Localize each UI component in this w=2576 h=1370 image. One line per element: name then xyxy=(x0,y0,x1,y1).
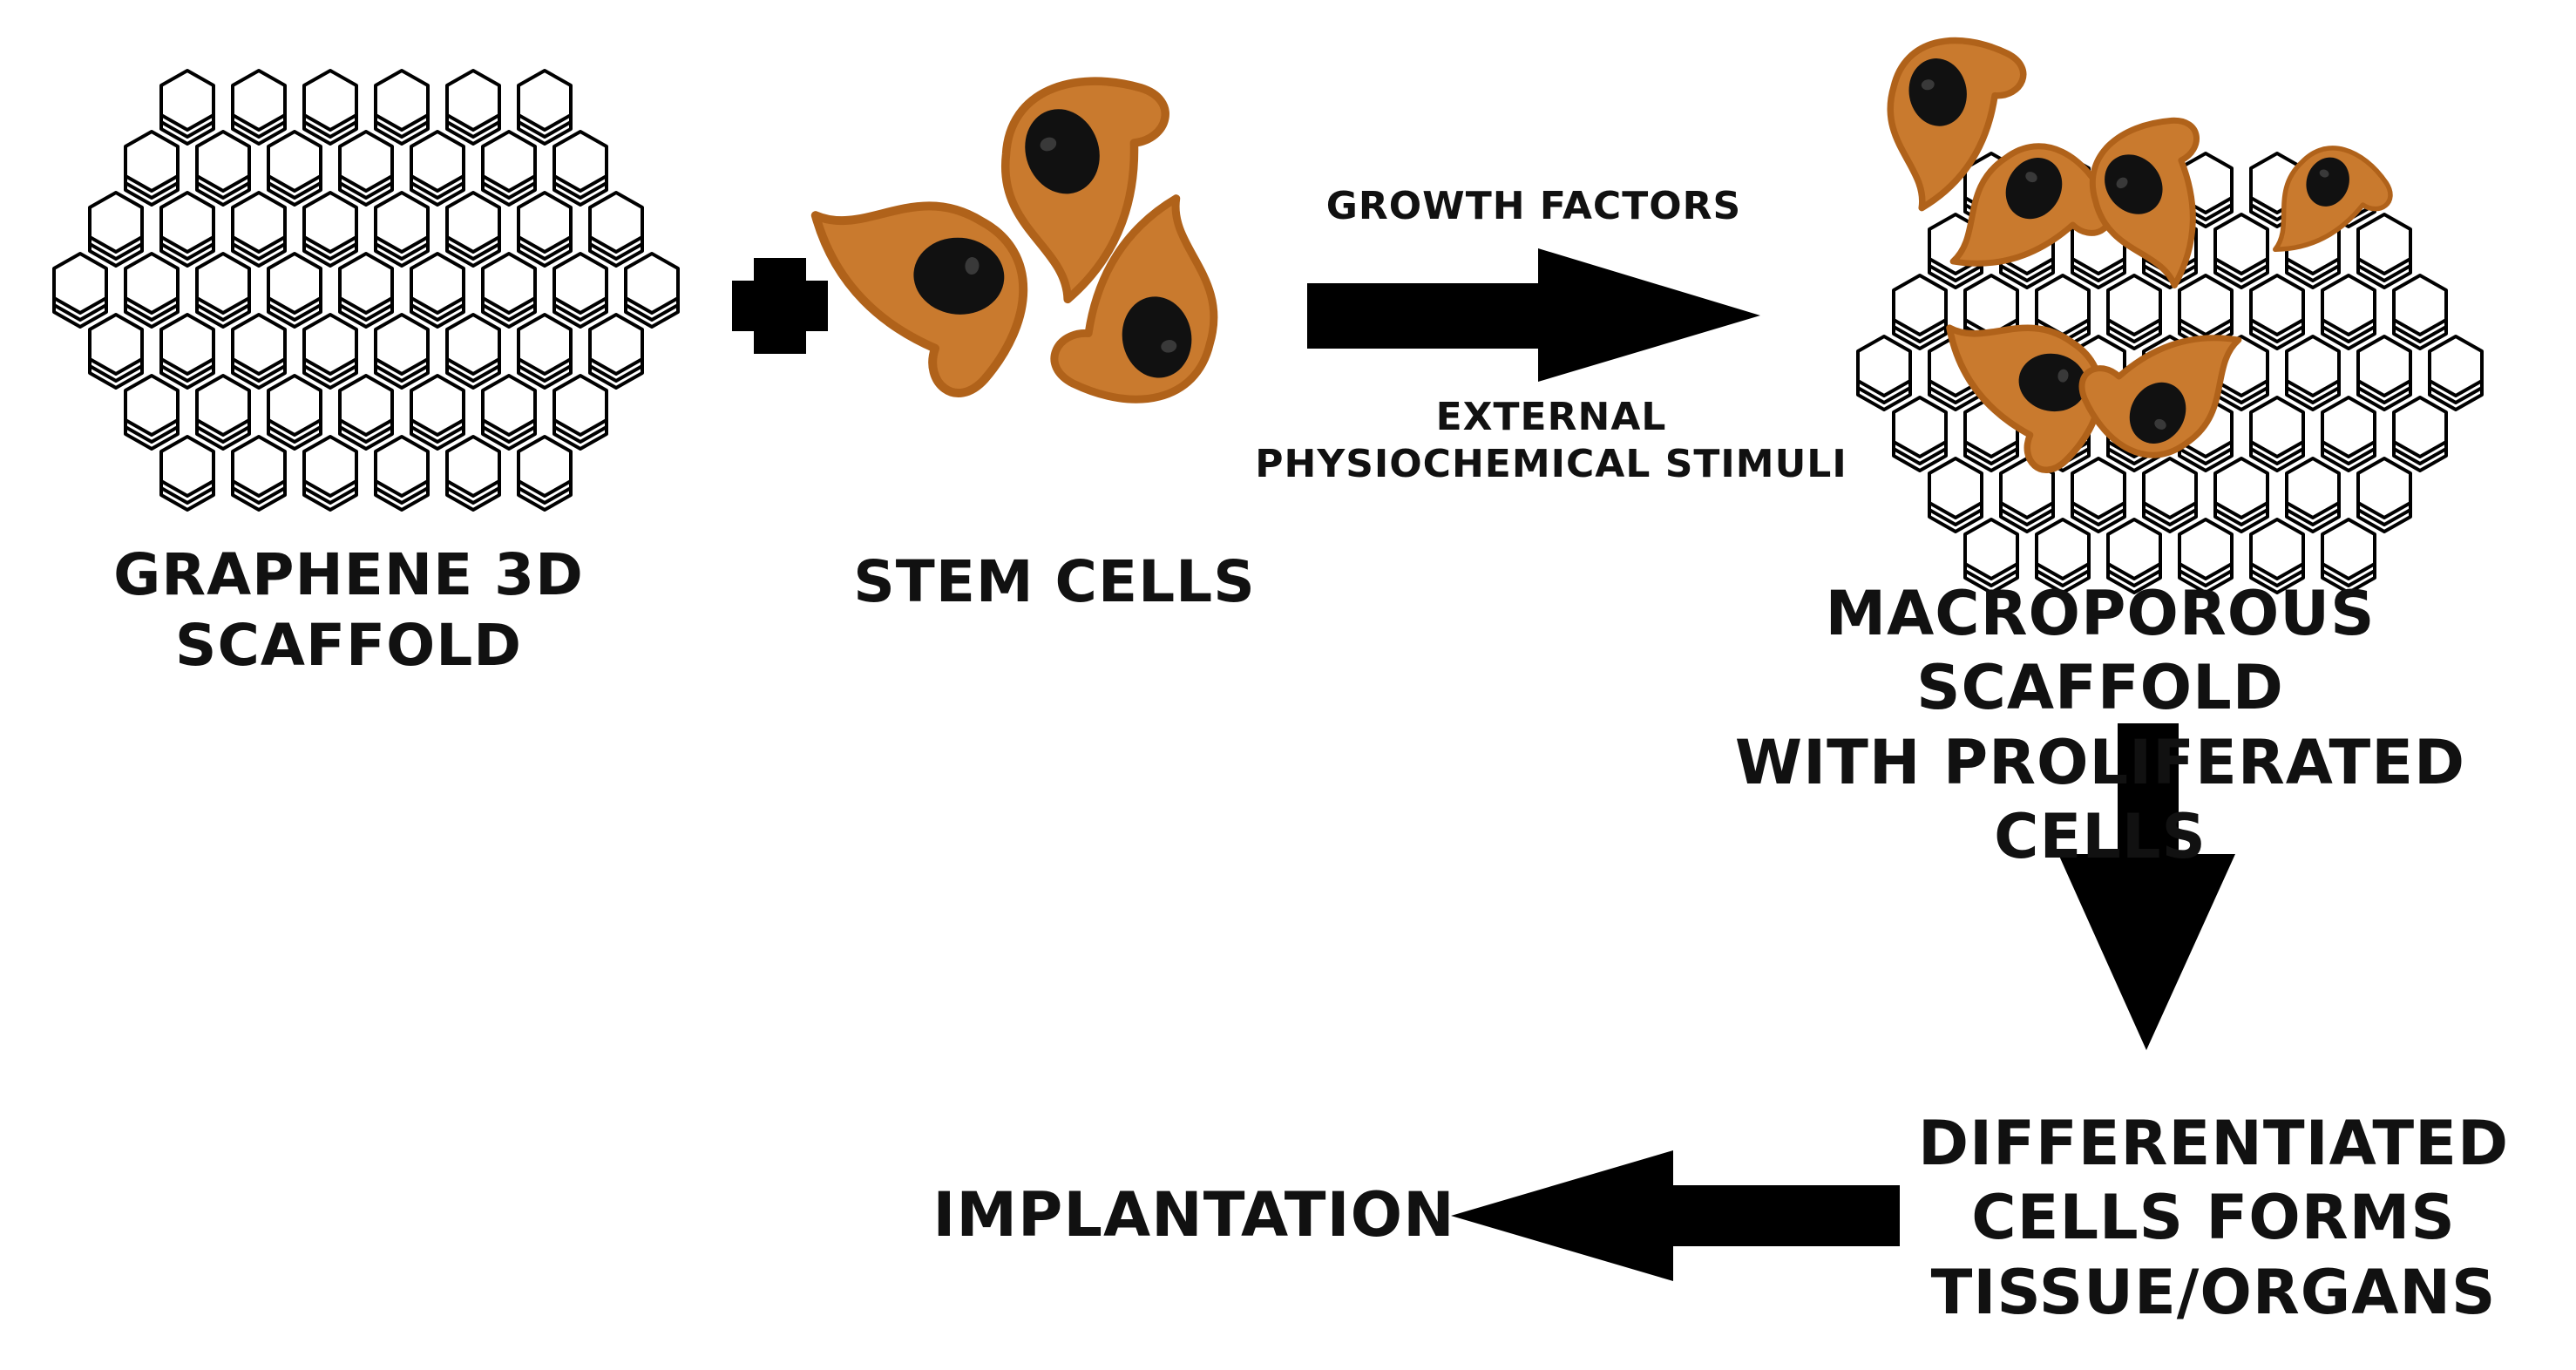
lattice-hexagon xyxy=(2251,397,2303,471)
lattice-hexagon xyxy=(519,193,571,266)
lattice-hexagon xyxy=(554,254,607,327)
lattice-hexagon xyxy=(233,315,285,388)
lattice-hexagon xyxy=(447,437,499,510)
lattice-hexagon xyxy=(376,193,428,266)
lattice-hexagon xyxy=(483,376,535,449)
lattice-hexagon xyxy=(447,315,499,388)
lattice-hexagon xyxy=(2394,275,2446,349)
right-arrow-icon xyxy=(1307,248,1760,382)
lattice-hexagon xyxy=(519,437,571,510)
lattice-hexagon xyxy=(2144,458,2196,532)
lattice-hexagon xyxy=(304,315,356,388)
implantation-label: IMPLANTATION xyxy=(932,1179,1455,1251)
lattice-hexagon xyxy=(2358,214,2410,288)
lattice-hexagon xyxy=(2358,336,2410,410)
lattice-hexagon xyxy=(197,132,249,205)
lattice-hexagon xyxy=(2251,275,2303,349)
lattice-hexagon xyxy=(233,71,285,144)
lattice-hexagon xyxy=(90,315,142,388)
lattice-hexagon xyxy=(519,315,571,388)
lattice-hexagon xyxy=(447,193,499,266)
lattice-hexagon xyxy=(304,437,356,510)
lattice-hexagon xyxy=(125,376,178,449)
lattice-hexagon xyxy=(54,254,106,327)
lattice-hexagon xyxy=(304,193,356,266)
lattice-hexagon xyxy=(411,132,464,205)
lattice-hexagon xyxy=(2430,336,2482,410)
left-arrow-icon xyxy=(1451,1150,1900,1281)
lattice-hexagon xyxy=(233,193,285,266)
lattice-hexagon xyxy=(340,254,392,327)
lattice-hexagon xyxy=(447,71,499,144)
stem-cell-icon xyxy=(801,55,1227,414)
lattice-hexagon xyxy=(197,254,249,327)
lattice-hexagon xyxy=(2358,458,2410,532)
lattice-hexagon xyxy=(2108,275,2160,349)
lattice-hexagon xyxy=(590,193,642,266)
lattice-hexagon xyxy=(2322,275,2375,349)
lattice-hexagon xyxy=(2215,214,2268,288)
lattice-hexagon xyxy=(2215,458,2268,532)
lattice-hexagon xyxy=(376,71,428,144)
lattice-hexagon xyxy=(340,132,392,205)
lattice-hexagon xyxy=(2072,458,2125,532)
lattice-hexagon xyxy=(2322,397,2375,471)
lattice-hexagon xyxy=(268,132,321,205)
lattice-hexagon xyxy=(197,376,249,449)
lattice-hexagon xyxy=(1894,275,1946,349)
lattice-hexagon xyxy=(1894,397,1946,471)
lattice-hexagon xyxy=(340,376,392,449)
differentiated-cells-label: DIFFERENTIATED CELLS FORMS TISSUE/ORGANS xyxy=(1917,1108,2510,1328)
lattice-hexagon xyxy=(161,193,214,266)
lattice-hexagon xyxy=(161,71,214,144)
lattice-hexagon xyxy=(125,254,178,327)
lattice-hexagon xyxy=(483,254,535,327)
graphene-lattice-icon xyxy=(54,71,678,510)
lattice-hexagon xyxy=(519,71,571,144)
growth-factors-label: GROWTH FACTORS xyxy=(1325,184,1742,228)
lattice-hexagon xyxy=(2394,397,2446,471)
lattice-hexagon xyxy=(554,376,607,449)
external-stimuli-label: EXTERNAL PHYSIOCHEMICAL STIMULI xyxy=(1255,395,1847,486)
lattice-hexagon xyxy=(554,132,607,205)
lattice-hexagon xyxy=(268,254,321,327)
lattice-hexagon xyxy=(590,315,642,388)
lattice-hexagon xyxy=(411,376,464,449)
lattice-hexagon xyxy=(161,315,214,388)
lattice-hexagon xyxy=(483,132,535,205)
lattice-hexagon xyxy=(304,71,356,144)
lattice-hexagon xyxy=(125,132,178,205)
lattice-hexagon xyxy=(268,376,321,449)
down-arrow-icon xyxy=(2058,723,2235,1050)
lattice-hexagon xyxy=(376,437,428,510)
lattice-hexagon xyxy=(90,193,142,266)
lattice-hexagon xyxy=(161,437,214,510)
lattice-hexagon xyxy=(2287,336,2339,410)
stem-cells-label: STEM CELLS xyxy=(853,548,1256,615)
macroporous-scaffold-label: MACROPOROUS SCAFFOLD WITH PROLIFERATED C… xyxy=(1734,578,2466,873)
lattice-hexagon xyxy=(1929,458,1982,532)
plus-icon xyxy=(732,258,828,354)
lattice-hexagon xyxy=(626,254,678,327)
lattice-hexagon xyxy=(233,437,285,510)
lattice-hexagon xyxy=(376,315,428,388)
lattice-hexagon xyxy=(411,254,464,327)
lattice-hexagon xyxy=(2287,458,2339,532)
scaffold-label: GRAPHENE 3D SCAFFOLD xyxy=(113,541,584,679)
